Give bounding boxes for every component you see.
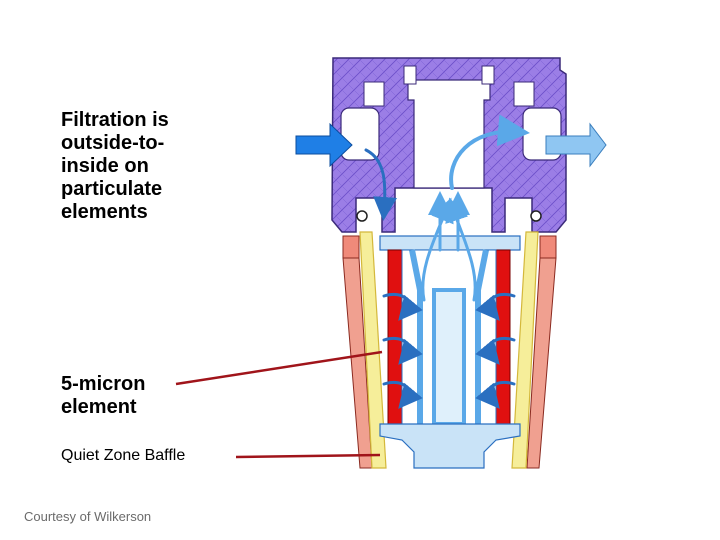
filtration-line-3: inside on — [61, 155, 149, 177]
filtration-description: Filtration is outside-to- inside on part… — [61, 109, 211, 224]
micron-leader-line — [175, 350, 383, 386]
filtration-line-4: particulate — [61, 178, 163, 200]
image-credit: Courtesy of Wilkerson — [24, 509, 152, 524]
baffle-leader-line — [235, 453, 381, 459]
seal-right — [539, 235, 557, 259]
outlet-arrow-icon — [545, 122, 607, 168]
internal-flow-arrows — [364, 114, 530, 409]
micron-line-2: element — [61, 396, 137, 418]
quiet-zone-baffle-label: Quiet Zone Baffle — [61, 447, 186, 464]
micron-element-label: 5-micron element — [61, 373, 211, 419]
filter-bowl — [342, 231, 557, 469]
quiet-zone-baffle — [379, 423, 521, 469]
filtration-line-1: Filtration is — [61, 109, 169, 131]
seal-left — [342, 235, 360, 259]
housing-head — [331, 57, 567, 233]
inlet-arrow-icon — [295, 122, 353, 168]
oring-left — [356, 210, 368, 222]
micron-line-1: 5-micron — [61, 373, 146, 395]
element-core — [401, 249, 497, 426]
oring-right — [530, 210, 542, 222]
element-top-cap — [379, 235, 521, 251]
filtration-line-2: outside-to- — [61, 132, 165, 154]
filtration-line-5: elements — [61, 201, 148, 223]
